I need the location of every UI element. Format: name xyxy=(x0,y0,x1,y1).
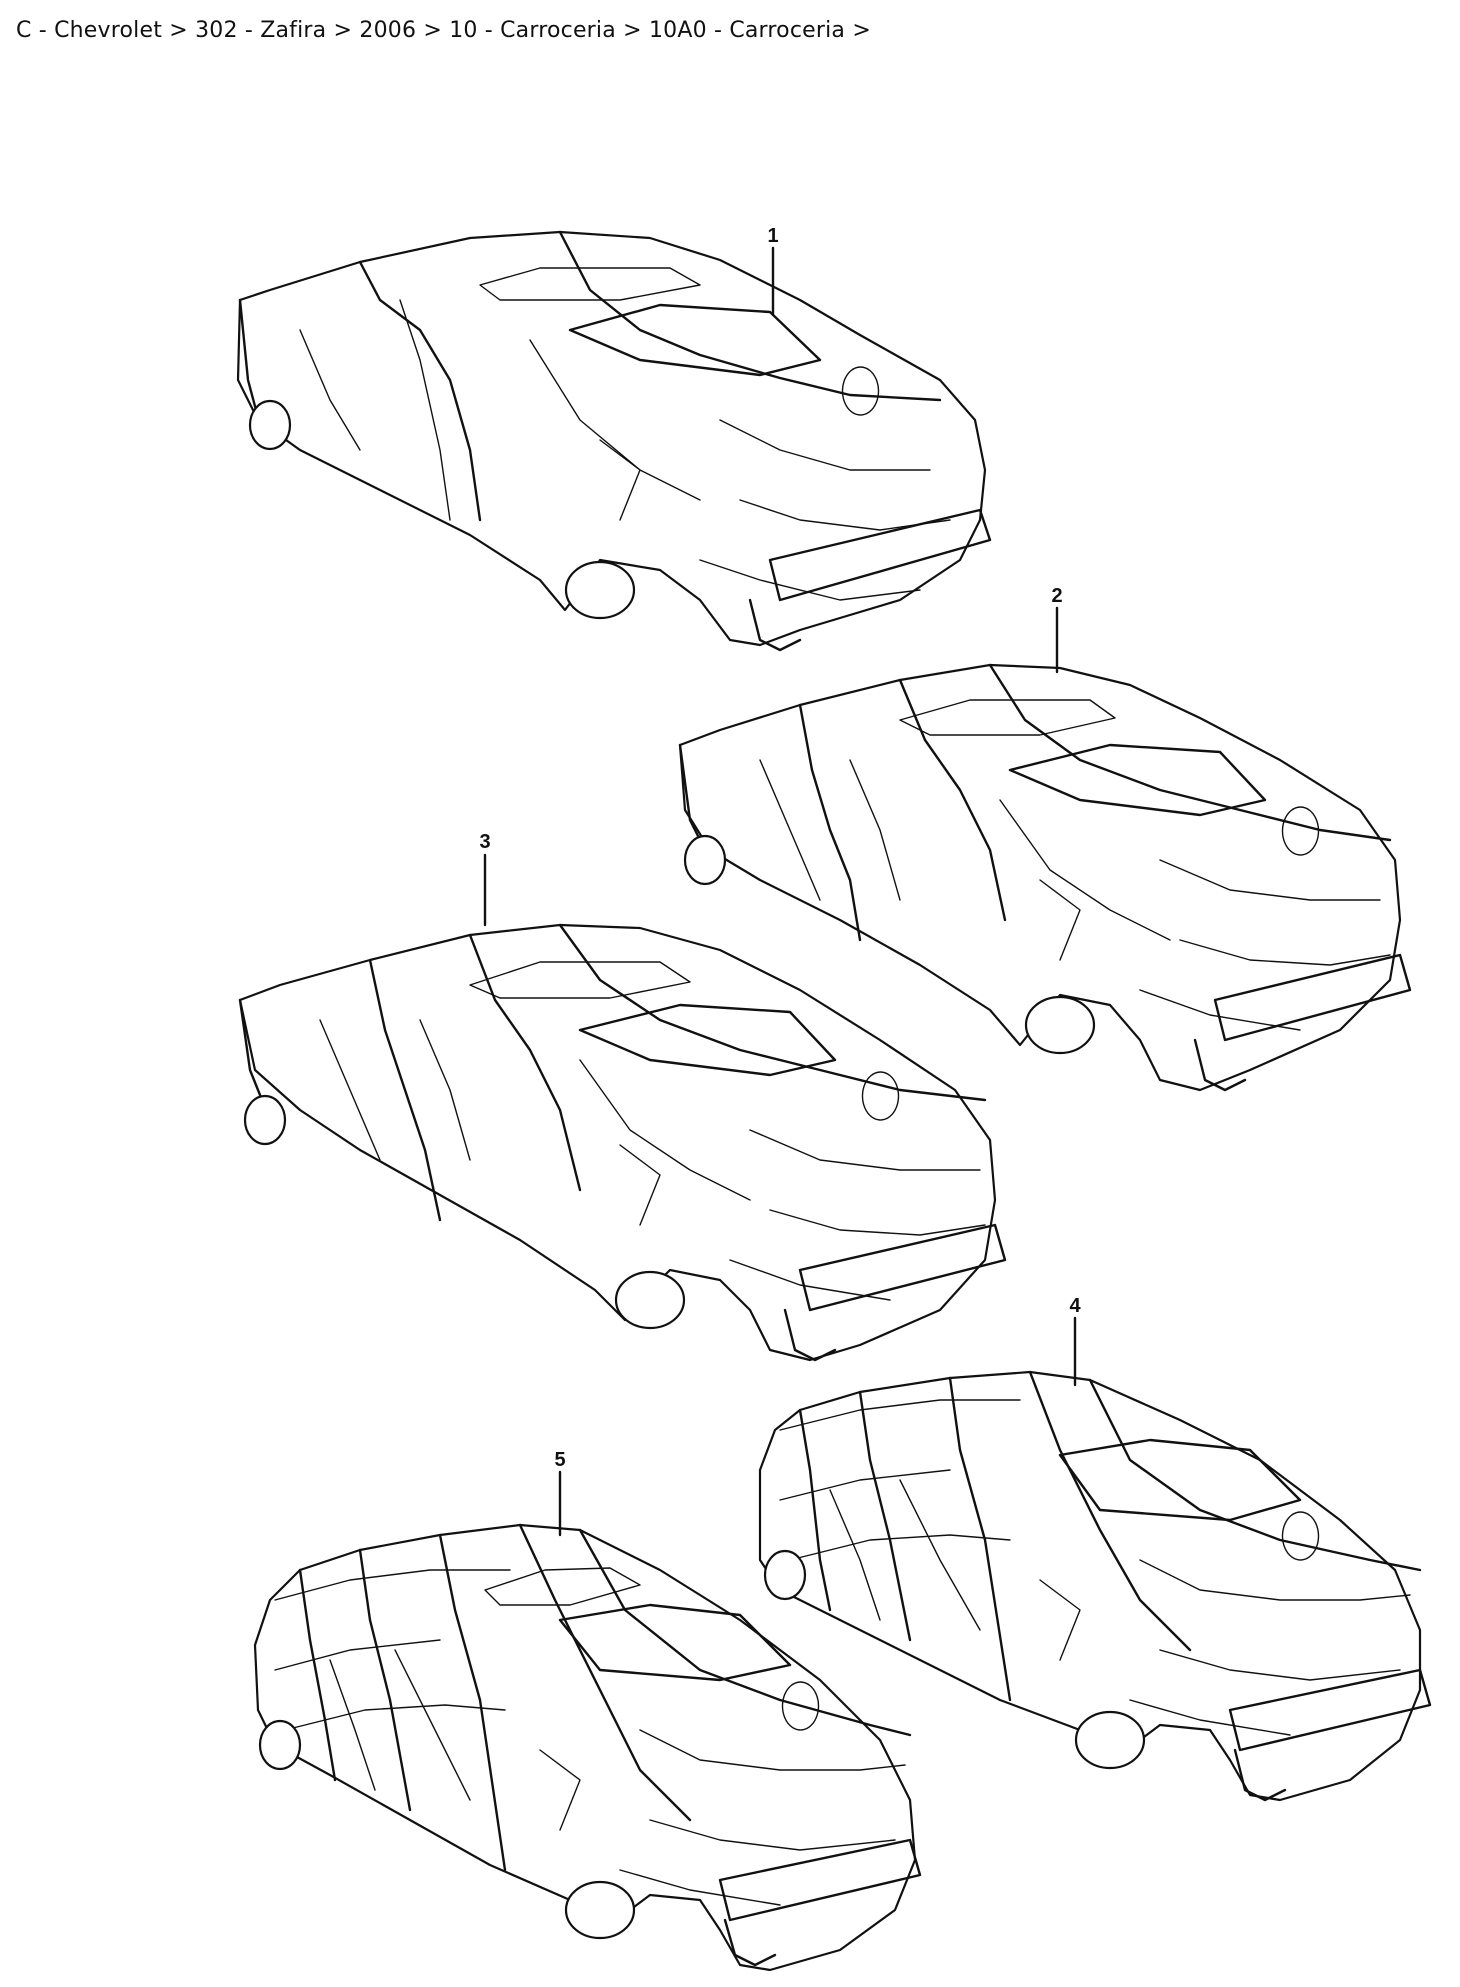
breadcrumb-separator: > xyxy=(333,18,360,43)
body-shell-2[interactable] xyxy=(678,663,1412,1092)
breadcrumb-item-model[interactable]: 302 - Zafira xyxy=(195,18,327,43)
breadcrumb-item-subgroup[interactable]: 10A0 - Carroceria xyxy=(648,18,846,43)
breadcrumb-separator: > xyxy=(623,18,649,43)
callout-label-1[interactable]: 1 xyxy=(767,225,778,247)
callout-label-5[interactable]: 5 xyxy=(554,1449,565,1471)
breadcrumb-item-group[interactable]: 10 - Carroceria xyxy=(449,18,616,43)
callout-label-2[interactable]: 2 xyxy=(1051,585,1062,607)
body-shell-3[interactable] xyxy=(238,923,1007,1362)
breadcrumb-item-brand[interactable]: C - Chevrolet xyxy=(16,18,163,43)
callout-label-4[interactable]: 4 xyxy=(1069,1295,1081,1317)
callout-label-3[interactable]: 3 xyxy=(479,831,490,853)
breadcrumb-separator: > xyxy=(169,18,196,43)
breadcrumb: C - Chevrolet > 302 - Zafira > 2006 > 10… xyxy=(16,18,871,43)
breadcrumb-separator: > xyxy=(852,18,871,43)
body-shell-1[interactable] xyxy=(236,230,992,652)
body-shell-4[interactable] xyxy=(758,1370,1432,1802)
breadcrumb-separator: > xyxy=(423,18,450,43)
body-shell-5[interactable] xyxy=(253,1523,922,1972)
breadcrumb-item-year[interactable]: 2006 xyxy=(359,18,417,43)
